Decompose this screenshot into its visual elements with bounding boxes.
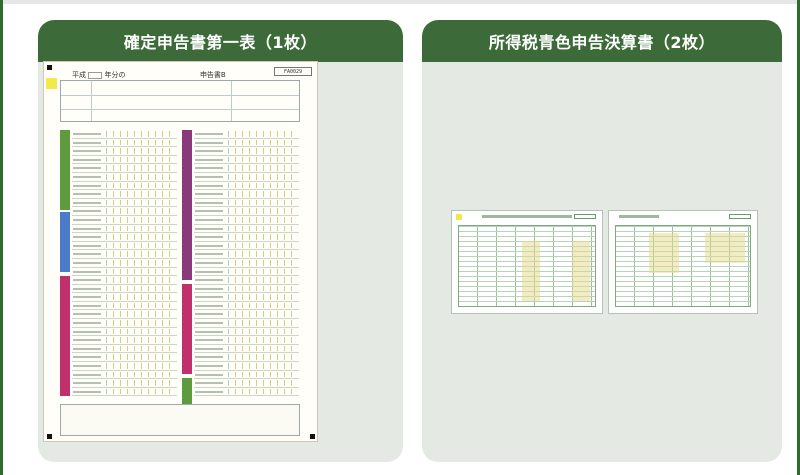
sheet-code bbox=[574, 214, 596, 219]
footer-box bbox=[60, 404, 300, 436]
tax-return-form-image: 平成 年分の 申告書B FA0029 bbox=[43, 61, 318, 442]
panel-title: 所得税青色申告決算書（2枚） bbox=[422, 20, 782, 62]
income-rows bbox=[72, 130, 177, 397]
yellow-marker bbox=[46, 78, 57, 89]
panel-title: 確定申告書第一表（1枚） bbox=[38, 20, 403, 62]
tax-rows bbox=[194, 130, 299, 397]
settlement-sheet-2-image bbox=[608, 210, 758, 314]
top-rule bbox=[0, 0, 800, 4]
registration-mark bbox=[47, 65, 52, 70]
left-edge-bar bbox=[0, 0, 3, 475]
sheet-title bbox=[482, 215, 572, 218]
form-code: FA0029 bbox=[274, 67, 312, 76]
settlement-sheet-1-image bbox=[451, 210, 603, 314]
deduction-band bbox=[60, 276, 70, 396]
other-band bbox=[182, 284, 192, 374]
yellow-marker bbox=[456, 214, 462, 220]
tax-calc-band bbox=[182, 130, 192, 280]
refund-band bbox=[182, 378, 192, 408]
right-edge-bar bbox=[797, 0, 800, 475]
form-title: 平成 年分の 申告書B bbox=[72, 71, 226, 79]
sheet-title bbox=[619, 215, 659, 218]
sheet-code bbox=[729, 214, 751, 219]
taxpayer-info-box bbox=[60, 80, 300, 122]
registration-mark bbox=[310, 434, 315, 439]
side-label bbox=[302, 78, 316, 198]
income-band bbox=[60, 130, 70, 210]
taxable-income-band bbox=[60, 212, 70, 272]
registration-mark bbox=[47, 434, 52, 439]
